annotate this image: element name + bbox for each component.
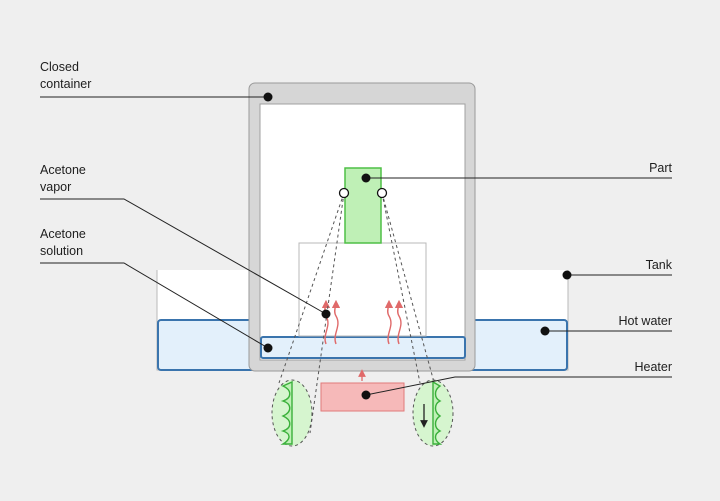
label-hot-water: Hot water (618, 314, 673, 328)
label-acetone-vapor: Acetone vapor (40, 162, 86, 196)
label-acetone-vapor-line2: vapor (40, 180, 72, 194)
label-heater: Heater (634, 360, 672, 374)
leader-dots (263, 92, 572, 400)
zoom-anchor-right (376, 187, 388, 199)
label-acetone-solution-line2: solution (40, 244, 84, 258)
label-tank: Tank (645, 258, 672, 272)
part (344, 167, 382, 244)
acetone-vapor-wisps (321, 299, 404, 345)
label-acetone-solution-line1: Acetone (40, 227, 86, 241)
label-closed-container-line2: container (40, 77, 92, 91)
label-acetone-vapor-line1: Acetone (40, 163, 86, 177)
label-part: Part (649, 161, 672, 175)
leader-lines (40, 96, 672, 396)
label-closed-container-line1: Closed (40, 60, 79, 74)
magnified-surface-left (271, 379, 313, 447)
zoom-anchor-left (338, 187, 350, 199)
label-closed-container: Closed container (40, 59, 91, 93)
label-acetone-solution: Acetone solution (40, 226, 86, 260)
magnified-surface-right (412, 379, 454, 447)
